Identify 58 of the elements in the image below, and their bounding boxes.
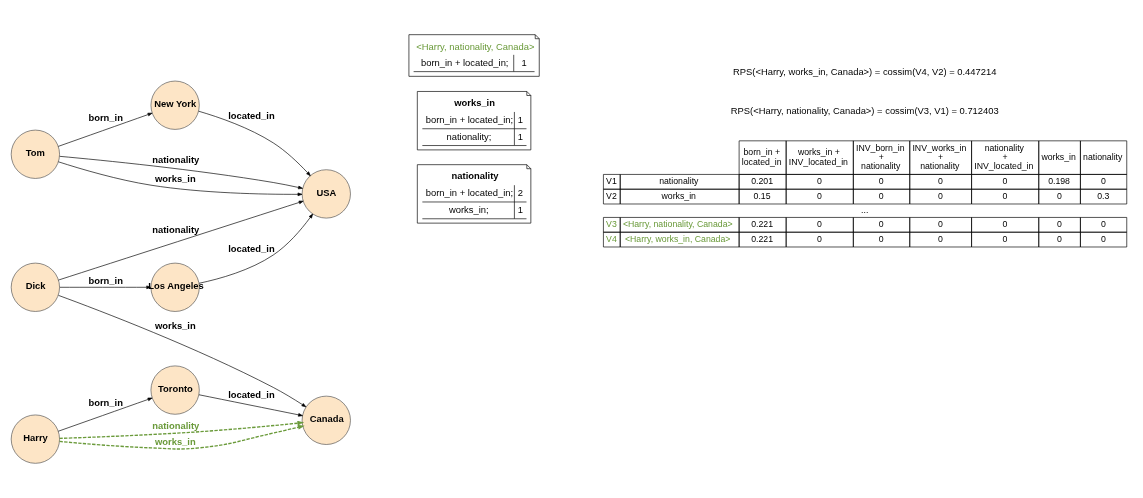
label: 0 [1100,176,1106,187]
label: 0 [1056,190,1062,201]
edge-label: born_in [88,111,123,123]
label: nationality + INV_located_in [974,142,1034,172]
label: 0 [817,176,822,187]
edge-label: located_in [228,242,275,254]
label: 0 [937,219,943,230]
label: 0 [937,233,943,244]
label: INV_works_in + nationality [912,142,967,172]
label: 0 [1100,219,1106,230]
label: 0 [1002,176,1008,187]
label: RPS(<Harry, nationality, Canada>) = cossim(V3, V1) = 0.712403 [730,104,999,116]
label: works_in [661,190,696,201]
label: 0.15 [753,190,771,201]
label: 0.198 [1048,176,1070,187]
label: works_in [1041,151,1076,162]
label: born_in + located_in [741,147,782,167]
edge-label: born_in [88,275,123,287]
label: V1 [606,176,617,187]
label: 0 [817,190,822,201]
label: 0 [937,190,943,201]
label: 0 [1002,233,1008,244]
label: 0 [1056,219,1062,230]
edge-label: nationality [152,224,200,236]
edge-label: works_in [154,320,196,332]
edge-label: nationality [152,154,200,166]
label: nationality [659,176,699,187]
label: nationality [1083,151,1123,162]
label: ... [861,204,869,215]
edge-label: born_in [88,396,123,408]
label: 0 [817,219,822,230]
edge-label: nationality [152,419,200,431]
label: 0 [878,219,884,230]
label: 0 [878,176,884,187]
label: 0 [1002,219,1008,230]
label: 0.3 [1097,190,1110,201]
label: V4 [606,233,617,244]
label: <Harry, nationality, Canada> [622,219,733,230]
label: 0.201 [751,176,774,187]
edge-label: works_in [154,172,196,184]
label: 0 [1100,233,1106,244]
label: 0 [1002,190,1008,201]
label: V2 [606,190,617,201]
label: 0 [1056,233,1062,244]
label: 0 [937,176,943,187]
label: 0 [878,233,884,244]
label: 0 [878,190,884,201]
label: 0 [817,233,822,244]
label: INV_born_in + nationality [856,142,905,172]
label: 0.221 [751,219,774,230]
edge-label: located_in [228,388,275,400]
label: <Harry, works_in, Canada> [624,233,731,244]
label: RPS(<Harry, works_in, Canada>) = cossim(V4, V2) = 0.447214 [733,65,997,77]
edge-label: located_in [228,109,275,121]
label: works_in + INV_located_in [788,147,848,167]
label: 0.221 [751,233,774,244]
label: V3 [606,219,617,230]
edge-label: works_in [154,435,196,447]
